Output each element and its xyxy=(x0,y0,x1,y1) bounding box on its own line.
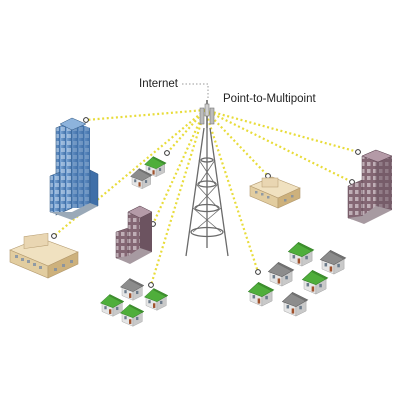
point-to-multipoint-label: Point-to-Multipoint xyxy=(223,93,316,105)
link-low-office-right xyxy=(204,109,269,177)
link-small-houses xyxy=(166,109,206,154)
house-cluster-icon xyxy=(130,156,167,190)
link-houses-bottom-left xyxy=(149,109,207,286)
apartment-tower-icon xyxy=(347,149,393,224)
link-low-office-left xyxy=(53,109,206,237)
internet-label: Internet xyxy=(139,78,178,90)
radio-tower-icon xyxy=(185,100,229,257)
office-building-icon xyxy=(9,232,79,279)
house-cluster-icon xyxy=(247,241,347,317)
office-building-icon xyxy=(249,176,301,209)
link-tower-right-low xyxy=(204,109,353,183)
house-cluster-icon xyxy=(100,278,169,327)
link-houses-bottom-right xyxy=(203,109,260,273)
skyscraper-icon xyxy=(49,117,99,220)
wireless-links xyxy=(53,108,359,286)
internet-link xyxy=(182,83,209,100)
link-skyscraper xyxy=(85,108,206,122)
link-tower-right-top xyxy=(204,108,359,154)
apartment-tower-icon xyxy=(115,205,153,264)
